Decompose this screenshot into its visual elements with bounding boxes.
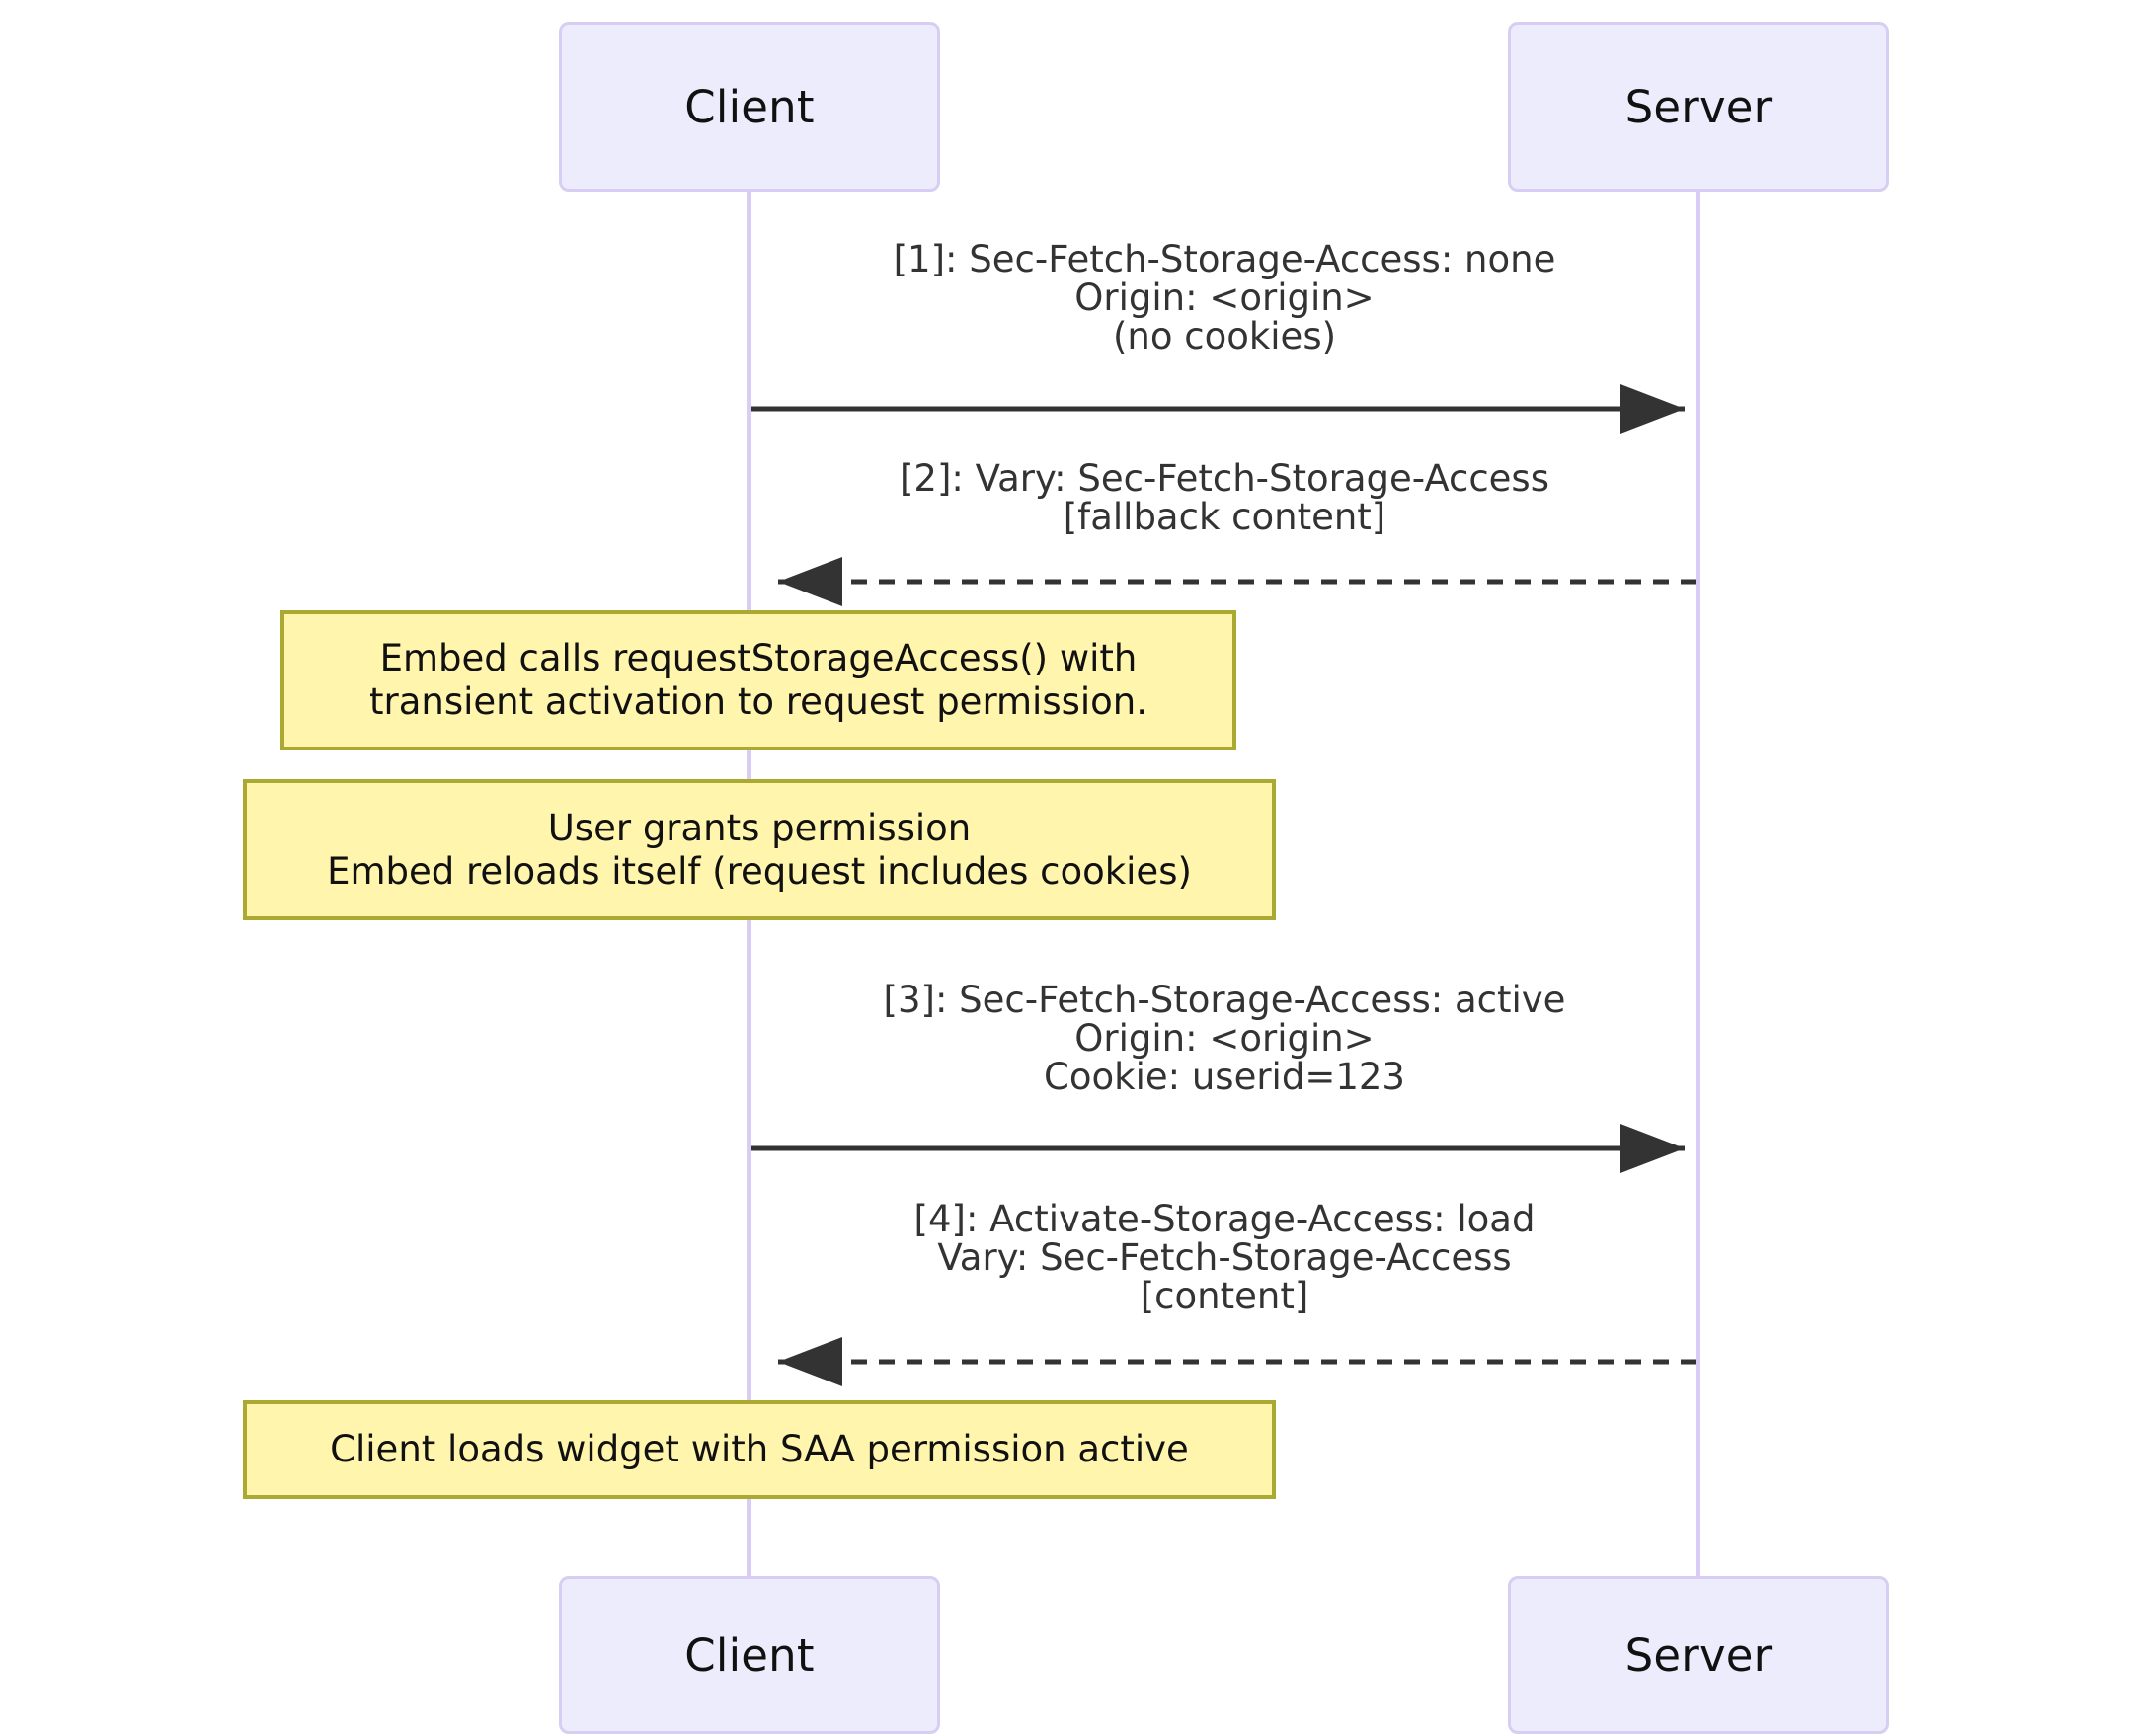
message-label-3-line-2: Origin: <origin> — [1074, 1017, 1375, 1061]
message-label-3-line-1: [3]: Sec-Fetch-Storage-Access: active — [883, 979, 1566, 1021]
participant-client-bottom-label: Client — [684, 1628, 815, 1682]
message-label-4: [4]: Activate-Storage-Access: load Vary:… — [750, 1200, 1698, 1316]
message-label-1-line-1: [1]: Sec-Fetch-Storage-Access: none — [893, 238, 1556, 280]
note-request-storage-access-text: Embed calls requestStorageAccess() with … — [369, 637, 1147, 723]
note-client-loads-widget-text: Client loads widget with SAA permission … — [330, 1428, 1189, 1471]
participant-server-top-label: Server — [1624, 80, 1773, 133]
message-label-1-line-3: (no cookies) — [1112, 315, 1337, 358]
message-label-4-line-2: Vary: Sec-Fetch-Storage-Access — [937, 1236, 1512, 1280]
note-1-line-2: transient activation to request permissi… — [368, 680, 1148, 723]
message-label-4-line-1: [4]: Activate-Storage-Access: load — [913, 1198, 1536, 1240]
participant-server-top[interactable]: Server — [1508, 22, 1889, 192]
message-label-4-line-3: [content] — [1140, 1275, 1309, 1318]
note-user-grants-permission-text: User grants permission Embed reloads its… — [327, 807, 1192, 893]
note-2-line-1: User grants permission — [547, 806, 972, 849]
message-label-3: [3]: Sec-Fetch-Storage-Access: active Or… — [750, 981, 1698, 1097]
note-request-storage-access: Embed calls requestStorageAccess() with … — [280, 610, 1236, 750]
message-label-1: [1]: Sec-Fetch-Storage-Access: none Orig… — [750, 240, 1698, 356]
lifeline-server — [1696, 190, 1700, 1578]
message-label-2-line-1: [2]: Vary: Sec-Fetch-Storage-Access — [900, 457, 1549, 500]
message-label-1-line-2: Origin: <origin> — [1074, 276, 1375, 320]
message-label-2-line-2: [fallback content] — [1063, 496, 1386, 539]
message-label-3-line-3: Cookie: userid=123 — [1044, 1056, 1405, 1099]
participant-server-bottom[interactable]: Server — [1508, 1576, 1889, 1734]
participant-client-top-label: Client — [684, 80, 815, 133]
participant-server-bottom-label: Server — [1624, 1628, 1773, 1682]
note-3-line-1: Client loads widget with SAA permission … — [330, 1428, 1189, 1471]
note-user-grants-permission: User grants permission Embed reloads its… — [243, 779, 1276, 920]
message-label-2: [2]: Vary: Sec-Fetch-Storage-Access [fal… — [750, 457, 1698, 539]
participant-client-bottom[interactable]: Client — [559, 1576, 940, 1734]
participant-client-top[interactable]: Client — [559, 22, 940, 192]
note-2-line-2: Embed reloads itself (request includes c… — [327, 849, 1192, 893]
note-1-line-1: Embed calls requestStorageAccess() with — [379, 637, 1138, 680]
note-client-loads-widget: Client loads widget with SAA permission … — [243, 1400, 1276, 1499]
